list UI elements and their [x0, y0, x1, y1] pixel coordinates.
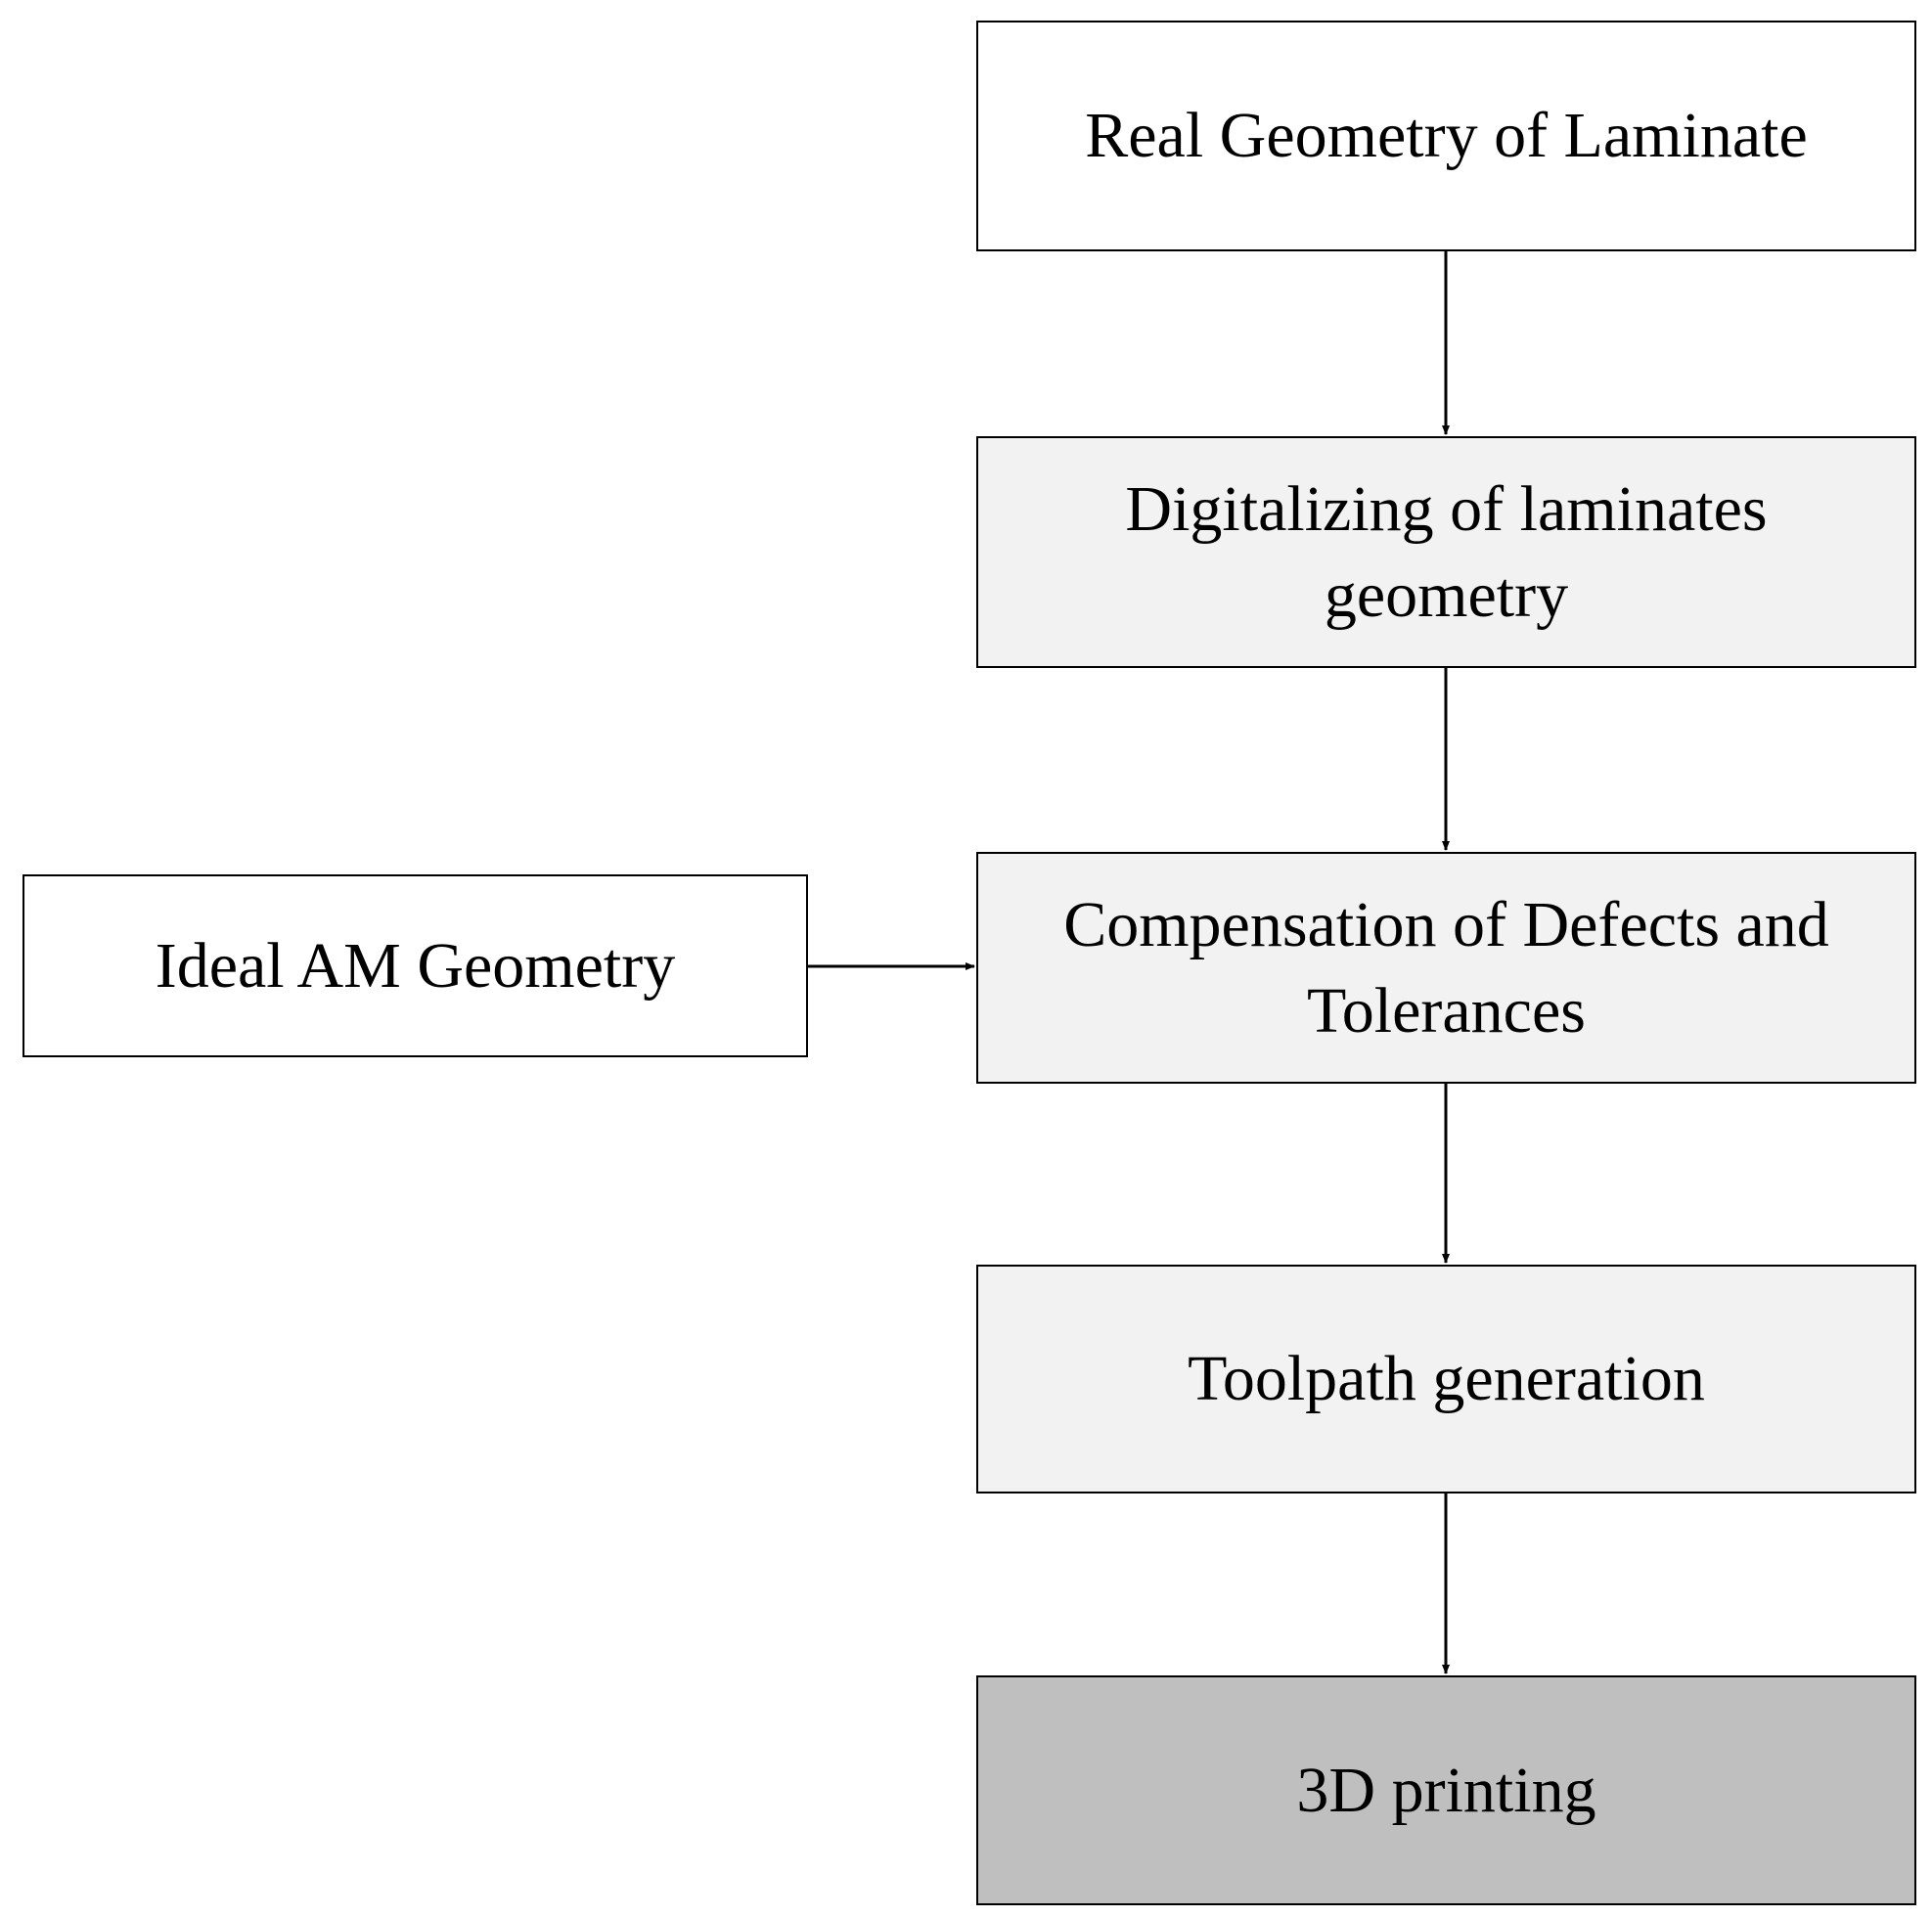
node-3d-printing: 3D printing	[976, 1675, 1916, 1905]
node-toolpath-generation: Toolpath generation	[976, 1265, 1916, 1493]
node-ideal-am-geometry: Ideal AM Geometry	[22, 874, 808, 1057]
node-label: Ideal AM Geometry	[155, 929, 676, 1002]
node-compensation: Compensation of Defects and Tolerances	[976, 852, 1916, 1084]
node-label: 3D printing	[1296, 1754, 1596, 1826]
node-real-geometry: Real Geometry of Laminate	[976, 21, 1916, 251]
node-label: Compensation of Defects and Tolerances	[1063, 888, 1829, 1047]
node-digitalizing: Digitalizing of laminates geometry	[976, 436, 1916, 668]
node-label: Toolpath generation	[1188, 1343, 1705, 1414]
node-label: Digitalizing of laminates geometry	[1125, 472, 1768, 631]
node-label: Real Geometry of Laminate	[1085, 100, 1808, 171]
